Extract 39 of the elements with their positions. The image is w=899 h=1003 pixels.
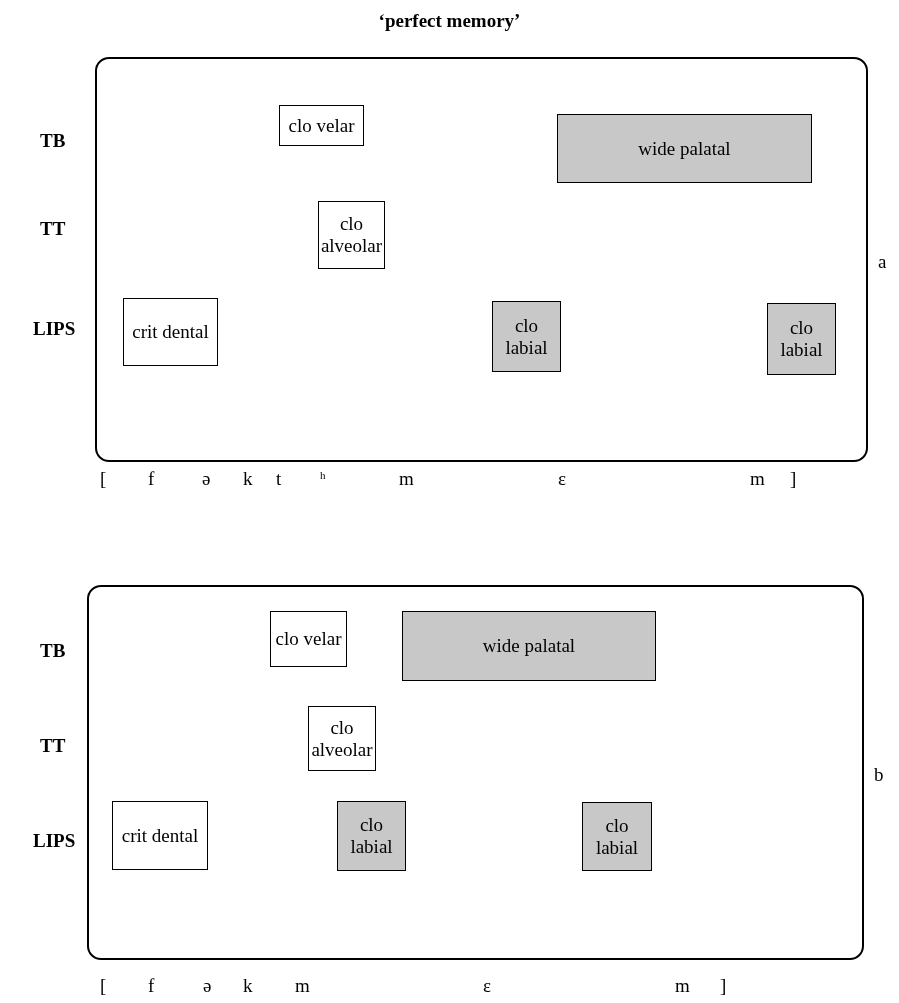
gesture-box: clo labial (767, 303, 836, 375)
tier-label: TB (40, 640, 66, 662)
gesture-box: clo velar (279, 105, 364, 146)
tier-label: TB (40, 130, 66, 152)
panel-letter: a (878, 250, 887, 273)
tier-label: TT (40, 218, 66, 240)
gesture-box: clo velar (270, 611, 347, 667)
gesture-box: clo labial (492, 301, 561, 372)
tier-label: LIPS (33, 830, 76, 852)
transcription-symbol: h (320, 468, 326, 483)
diagram-title: ‘perfect memory’ (378, 10, 521, 32)
transcription-symbol: k (243, 468, 253, 490)
gesture-box: clo alveolar (318, 201, 385, 269)
gesture-box: clo labial (337, 801, 406, 871)
gesture-box: crit dental (112, 801, 208, 870)
gesture-box: wide palatal (402, 611, 656, 681)
transcription-symbol: f (148, 468, 155, 490)
gesture-box: wide palatal (557, 114, 812, 183)
transcription-symbol: [ (100, 975, 107, 997)
gesture-box: clo labial (582, 802, 652, 871)
transcription-symbol: m (750, 468, 765, 490)
transcription-symbol: m (399, 468, 414, 490)
transcription-symbol: m (295, 975, 310, 997)
tier-label: LIPS (33, 318, 76, 340)
transcription-symbol: m (675, 975, 690, 997)
transcription-symbol: ə (203, 975, 212, 997)
transcription-symbol: t (276, 468, 282, 490)
transcription-symbol: f (148, 975, 155, 997)
tier-label: TT (40, 735, 66, 757)
transcription-symbol: ] (790, 468, 797, 490)
transcription-symbol: ] (720, 975, 727, 997)
panel-letter: b (874, 763, 884, 786)
gesture-box: crit dental (123, 298, 218, 366)
transcription-symbol: k (243, 975, 253, 997)
transcription-symbol: ɛ (483, 975, 491, 997)
transcription-symbol: ə (202, 468, 211, 490)
transcription-symbol: [ (100, 468, 107, 490)
transcription-symbol: ɛ (558, 468, 566, 490)
gesture-box: clo alveolar (308, 706, 376, 771)
